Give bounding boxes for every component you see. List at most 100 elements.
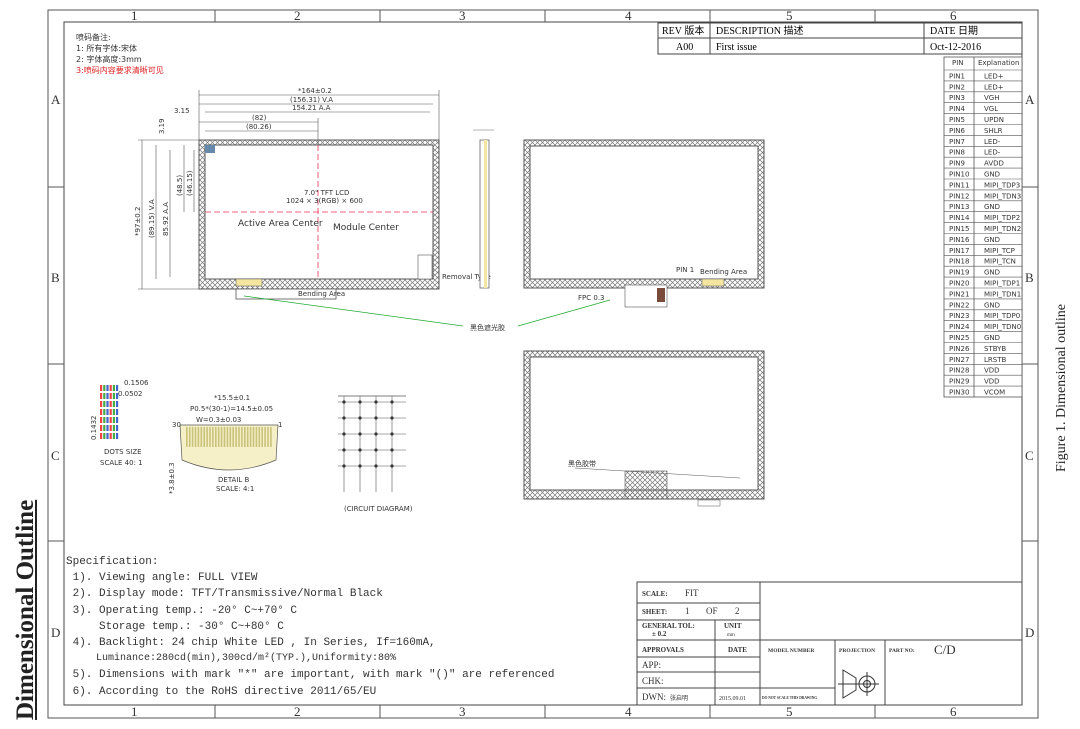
- spec-line5: 4). Backlight: 24 chip White LED , In Se…: [66, 637, 436, 650]
- fpc-finger: [235, 427, 237, 447]
- pin-number: PIN10: [949, 171, 969, 179]
- detail-title: DETAIL B: [218, 476, 250, 484]
- circuit-node: [390, 464, 394, 468]
- pin-explanation: MIPI_TCN: [984, 258, 1016, 266]
- back-view: Bending Area PIN 1 FPC 0.3: [523, 139, 765, 308]
- pin-explanation: LED+: [984, 72, 1004, 80]
- tb-app: APP:: [642, 660, 661, 670]
- col-label-1: 1: [131, 8, 138, 23]
- pin-explanation: LRSTB: [984, 356, 1006, 364]
- panel-line2: 1024 × 3(RGB) × 600: [286, 197, 363, 205]
- circuit-node: [390, 432, 394, 436]
- circuit-node: [390, 400, 394, 404]
- circuit-node: [374, 464, 378, 468]
- dot-subpixel: [112, 385, 115, 391]
- circuit-node: [342, 448, 346, 452]
- dot-subpixel: [106, 417, 109, 423]
- fpc-finger: [258, 427, 261, 447]
- tb-tol-value: ± 0.2: [652, 630, 667, 638]
- dim-va-height: (89.15) V.A: [148, 199, 156, 238]
- detail-dim6: *3.8±0.3: [168, 462, 176, 494]
- row-label-a: A: [51, 92, 61, 107]
- pin-number: PIN3: [949, 94, 965, 102]
- circuit-node: [342, 416, 346, 420]
- fpc-finger: [217, 427, 220, 447]
- dim-319: 3.19: [158, 118, 166, 134]
- pin-explanation: MIPI_TDN3: [984, 192, 1021, 200]
- fpc-finger: [267, 427, 269, 447]
- tb-dwn: DWN:: [642, 692, 666, 702]
- notes-line1: 1: 所有字体:宋体: [76, 44, 138, 53]
- col-label-2: 2: [294, 8, 301, 23]
- bending-area-back: Bending Area: [700, 268, 747, 276]
- pin-explanation: MIPI_TDP0: [984, 312, 1020, 320]
- dim-aa-height: 85.92 A.A: [162, 202, 170, 236]
- pin-explanation: VDD: [984, 367, 1000, 375]
- row-label-d: D: [51, 625, 60, 640]
- circuit-node: [342, 464, 346, 468]
- pin-explanation: VGL: [984, 105, 998, 113]
- row-label-b-right: B: [1025, 270, 1034, 285]
- dot-subpixel: [103, 401, 106, 407]
- rev-header: REV 版本: [662, 24, 704, 37]
- detail-dim5: 1: [278, 421, 282, 429]
- dot-subpixel: [106, 385, 109, 391]
- dim-va-width: (156.31) V.A: [290, 96, 333, 104]
- row-label-a-right: A: [1025, 92, 1035, 107]
- dim-4615: (46.15): [186, 170, 194, 196]
- pin-explanation: GND: [984, 301, 1000, 309]
- tb-date: DATE: [728, 646, 747, 654]
- pin-explanation: LED+: [984, 83, 1004, 91]
- dot-subpixel: [112, 417, 115, 423]
- pin-number: PIN6: [949, 127, 966, 135]
- pin-number: PIN24: [949, 323, 970, 331]
- pin-number: PIN11: [949, 181, 969, 189]
- notes-title: 喷码备注:: [76, 33, 111, 42]
- tb-projection: PROJECTION: [839, 648, 875, 654]
- side-view: [473, 129, 494, 289]
- spec-line6: Luminance:280cd(min),300cd/m²(TYP.),Unif…: [66, 653, 397, 665]
- fpc-finger: [197, 427, 200, 447]
- pin-number: PIN8: [949, 149, 965, 157]
- pin-explanation: LED-: [984, 138, 1001, 146]
- col-label-3-bottom: 3: [459, 704, 466, 719]
- dim-aa-width: 154.21 A.A: [292, 104, 331, 112]
- detail-dim2: P0.5*(30-1)=14.5±0.05: [190, 405, 273, 413]
- circuit-diagram: (CIRCUIT DIAGRAM): [338, 395, 413, 513]
- spec-line2: 2). Display mode: TFT/Transmissive/Norma…: [66, 588, 383, 601]
- dot-subpixel: [109, 401, 112, 407]
- pin-number: PIN1: [949, 72, 965, 80]
- col-label-6: 6: [950, 8, 957, 23]
- dot-subpixel: [106, 393, 109, 399]
- black-tape-label: 黑色遮光胶: [470, 323, 505, 332]
- circuit-node: [358, 464, 362, 468]
- pin-number: PIN28: [949, 367, 969, 375]
- dim-485: (48.5): [176, 175, 184, 196]
- dim-total-height: *97±0.2: [134, 207, 142, 236]
- pin-header: PIN: [952, 59, 964, 67]
- dots-title: DOTS SIZE: [104, 448, 142, 456]
- detail-dim3: W=0.3±0.03: [196, 416, 241, 424]
- circuit-node: [374, 448, 378, 452]
- col-label-5: 5: [786, 8, 793, 23]
- fpc-finger: [264, 427, 266, 447]
- tb-approvals: APPROVALS: [642, 646, 684, 654]
- dot-subpixel: [116, 425, 119, 431]
- tb-sheet-label: SHEET:: [642, 608, 667, 616]
- fpc-finger: [229, 427, 232, 447]
- revision-block: REV 版本 DESCRIPTION 描述 DATE 日期 A00 First …: [657, 22, 1023, 55]
- spec-line1: 1). Viewing angle: FULL VIEW: [66, 572, 258, 585]
- specification: Specification: 1). Viewing angle: FULL V…: [66, 554, 554, 700]
- spec-line8: 6). According to the RoHS directive 2011…: [66, 685, 377, 698]
- pin-number: PIN25: [949, 334, 969, 342]
- circuit-node: [342, 400, 346, 404]
- pin-number: PIN18: [949, 258, 969, 266]
- pin-explanation: STBYB: [984, 345, 1006, 353]
- fpc-finger: [188, 427, 191, 447]
- row-label-b: B: [51, 270, 60, 285]
- pin-number: PIN29: [949, 378, 969, 386]
- fpc-label: FPC 0.3: [578, 294, 605, 302]
- circuit-node: [390, 448, 394, 452]
